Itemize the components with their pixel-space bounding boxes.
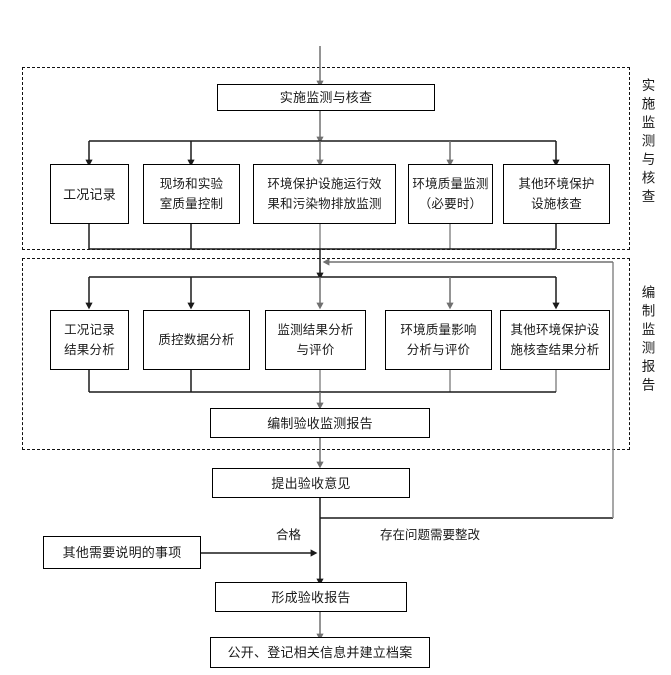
node-label-line-1: 其他环境保护 <box>518 177 595 191</box>
edge-label-qualified: 合格 <box>276 528 302 542</box>
node-label: 其他需要说明的事项 <box>62 545 182 560</box>
group-label-implement-monitoring-verification: 实施监测与核查 <box>639 78 655 208</box>
node-compile-acceptance-monitoring-report[interactable]: 编制验收监测报告 <box>210 408 430 438</box>
node-label-line-1: 环境质量监测 <box>412 177 489 191</box>
node-label: 公开、登记相关信息并建立档案 <box>227 645 413 660</box>
node-label: 提出验收意见 <box>271 475 351 491</box>
node-env-quality-impact-analysis-evaluation[interactable]: 环境质量影响 分析与评价 <box>385 310 492 370</box>
node-label-line-1: 环境质量影响 <box>400 323 477 337</box>
node-env-quality-monitoring[interactable]: 环境质量监测 （必要时） <box>408 164 493 224</box>
node-other-matters-to-explain[interactable]: 其他需要说明的事项 <box>43 536 201 569</box>
node-label-line-1: 环境保护设施运行效 <box>267 177 382 191</box>
node-label-line-1: 其他环境保护设 <box>510 323 600 337</box>
node-label: 编制验收监测报告 <box>267 415 373 431</box>
node-label-line-2: 结果分析 <box>64 343 115 357</box>
node-label-line-2: 施核查结果分析 <box>510 343 600 357</box>
node-working-condition-record-analysis[interactable]: 工况记录 结果分析 <box>50 310 129 370</box>
node-other-env-facility-check-result-analysis[interactable]: 其他环境保护设 施核查结果分析 <box>500 310 610 370</box>
node-label-line-1: 现场和实验 <box>159 177 224 191</box>
node-form-acceptance-report[interactable]: 形成验收报告 <box>215 582 407 612</box>
node-label: 形成验收报告 <box>271 589 351 605</box>
node-label-line-2: 果和污染物排放监测 <box>267 197 382 211</box>
node-label-line-2: 分析与评价 <box>406 343 471 357</box>
node-site-and-lab-qc[interactable]: 现场和实验 室质量控制 <box>143 164 240 224</box>
node-label-line-1: 质控数据分析 <box>158 333 235 347</box>
edge-label-needs-rectification: 存在问题需要整改 <box>380 528 481 542</box>
node-env-facility-effect-and-pollutant-monitoring[interactable]: 环境保护设施运行效 果和污染物排放监测 <box>253 164 396 224</box>
node-label: 实施监测与核查 <box>279 90 373 105</box>
node-publish-register-and-archive[interactable]: 公开、登记相关信息并建立档案 <box>210 637 430 668</box>
node-label-line-1: 工况记录 <box>64 323 115 337</box>
node-implement-monitoring-and-verification[interactable]: 实施监测与核查 <box>217 84 435 111</box>
node-label-line-2: 与评价 <box>296 343 335 357</box>
group-label-compile-monitoring-report: 编制监测报告 <box>639 285 655 396</box>
node-other-env-facility-check[interactable]: 其他环境保护 设施核查 <box>503 164 610 224</box>
node-monitoring-result-analysis-evaluation[interactable]: 监测结果分析 与评价 <box>265 310 366 370</box>
node-label-line-2: 设施核查 <box>531 197 582 211</box>
node-propose-acceptance-opinion[interactable]: 提出验收意见 <box>212 468 410 498</box>
node-label-line-1: 监测结果分析 <box>277 323 354 337</box>
node-label-line-2: 室质量控制 <box>159 197 224 211</box>
node-working-condition-record[interactable]: 工况记录 <box>50 164 129 224</box>
node-label-line-2: （必要时） <box>418 197 483 211</box>
node-label-line-1: 工况记录 <box>63 186 116 202</box>
node-qc-data-analysis[interactable]: 质控数据分析 <box>143 310 250 370</box>
